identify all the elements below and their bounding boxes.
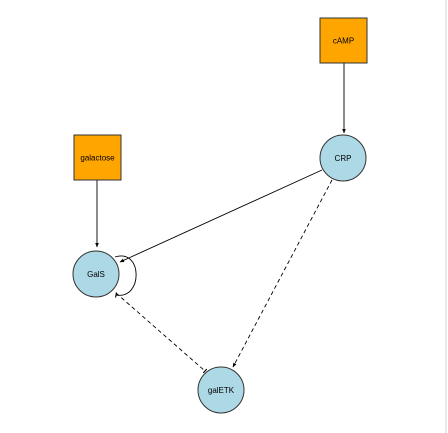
edge-crp-to-gals [119, 169, 323, 263]
node-camp-box [319, 17, 368, 64]
node-gals-circle [72, 250, 120, 298]
node-crp-label: CRP [335, 154, 352, 163]
node-galetk-label: galETK [208, 386, 235, 395]
nodes-layer: cAMP galactose CRP GalS galETK [72, 17, 368, 414]
node-gals: GalS [72, 250, 120, 298]
node-camp: cAMP [319, 17, 368, 64]
node-galactose-box [73, 134, 122, 181]
edge-gals-self-loop [114, 255, 137, 298]
edge-gals-to-galetk [115, 292, 208, 374]
edge-crp-to-galetk [232, 179, 333, 368]
node-camp-label: cAMP [333, 37, 354, 46]
node-galetk-circle [197, 366, 245, 414]
node-galetk: galETK [197, 366, 245, 414]
node-crp-circle [319, 134, 367, 182]
node-crp: CRP [319, 134, 367, 182]
node-galactose: galactose [73, 134, 122, 181]
edges-layer [95, 63, 346, 374]
node-gals-label: GalS [87, 270, 105, 279]
node-galactose-label: galactose [80, 154, 115, 163]
